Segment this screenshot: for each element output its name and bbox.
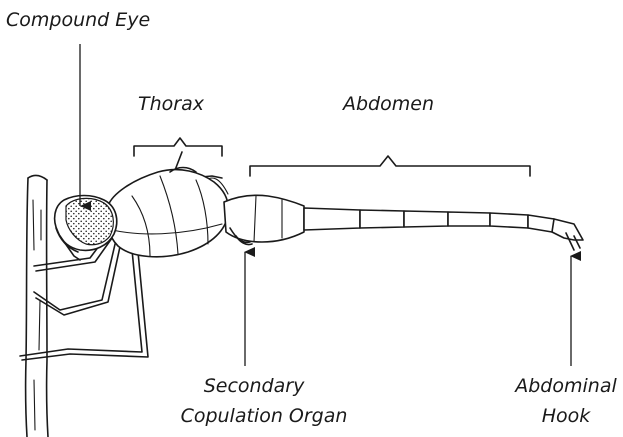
thorax-label: Thorax bbox=[138, 93, 205, 115]
compound-eye-label: Compound Eye bbox=[6, 9, 150, 31]
thorax bbox=[106, 168, 228, 257]
secondary-copulation-organ-label-line1: Secondary bbox=[204, 375, 305, 397]
head bbox=[55, 196, 117, 261]
secondary-copulation-organ-label-line2: Copulation Organ bbox=[181, 405, 348, 427]
thorax-bracket bbox=[134, 138, 222, 156]
plant-stem bbox=[26, 175, 48, 437]
abdominal-hook-label-line1: Abdominal bbox=[513, 375, 617, 397]
abdominal-hook-label-line2: Hook bbox=[542, 405, 592, 427]
abdomen-segments bbox=[224, 195, 583, 250]
abdomen-bracket bbox=[250, 156, 530, 176]
abdomen-label: Abdomen bbox=[341, 93, 434, 115]
